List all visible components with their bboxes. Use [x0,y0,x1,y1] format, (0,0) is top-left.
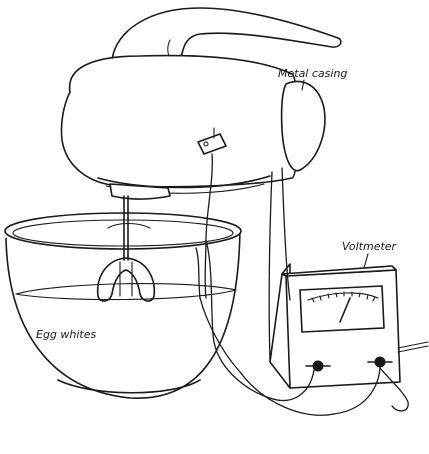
metal-casing-pointer [301,79,305,91]
labels: Metal casing Voltmeter Egg whites [36,67,398,341]
metal-casing-label: Metal casing [278,67,347,80]
voltmeter-label: Voltmeter [342,240,398,253]
dial-ticks [311,291,376,303]
beaters [96,195,156,302]
casing-clamp [197,127,227,155]
mixer-handle [111,7,342,63]
voltmeter-pointer [363,253,369,269]
mixing-bowl [4,212,242,399]
voltmeter [269,263,429,389]
dial-needle [339,297,351,323]
wires [195,153,409,416]
egg-whites-label: Egg whites [36,328,97,341]
mixer-body [60,54,326,200]
